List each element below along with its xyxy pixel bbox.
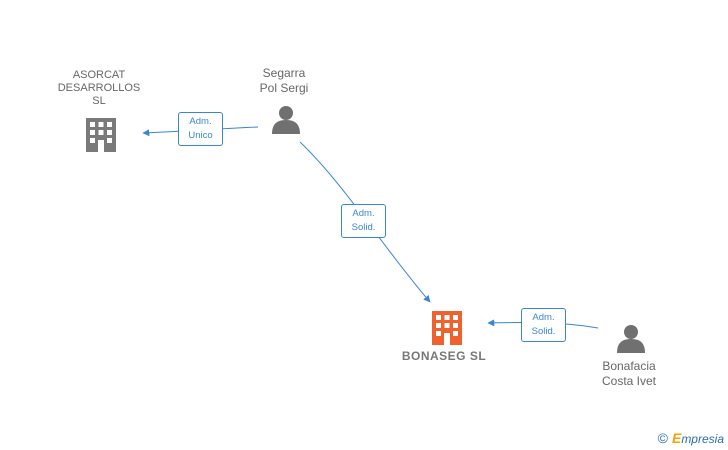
person-name-line: Pol Sergi: [259, 81, 309, 95]
relation-label-line: Unico: [188, 130, 213, 141]
relation-label-adm-solid[interactable]: Adm. Solid.: [341, 204, 386, 238]
person-name-line: Bonafacia: [602, 359, 656, 373]
empresia-logo-initial: E: [671, 430, 682, 446]
person-icon: [272, 106, 300, 134]
company-name-asorcat[interactable]: ASORCAT DESARROLLOS SL: [48, 69, 150, 108]
building-icon: [86, 118, 116, 152]
relation-label-line: Solid.: [351, 222, 376, 233]
company-name-line: DESARROLLOS: [57, 82, 141, 94]
person-name-line: Segarra: [262, 66, 306, 80]
empresia-watermark: ©Empresia: [658, 430, 724, 446]
company-name-bonaseg[interactable]: BONASEG SL: [401, 349, 487, 363]
company-name-line: SL: [92, 95, 106, 107]
copyright-symbol: ©: [657, 430, 668, 446]
company-name-line: ASORCAT: [72, 69, 126, 81]
empresia-logo-text: mpresia: [681, 432, 724, 446]
relation-label-adm-unico[interactable]: Adm. Unico: [178, 112, 223, 146]
relation-label-line: Adm.: [532, 312, 555, 323]
relation-label-line: Solid.: [531, 326, 556, 337]
person-name-bonafacia[interactable]: Bonafacia Costa Ivet: [582, 359, 676, 389]
person-icon: [617, 325, 645, 353]
main-building-icon: [432, 311, 462, 345]
person-name-line: Costa Ivet: [601, 374, 657, 388]
relation-label-line: Adm.: [189, 116, 212, 127]
relation-label-line: Adm.: [352, 208, 375, 219]
person-name-segarra[interactable]: Segarra Pol Sergi: [236, 66, 332, 96]
relation-label-adm-solid[interactable]: Adm. Solid.: [521, 308, 566, 342]
